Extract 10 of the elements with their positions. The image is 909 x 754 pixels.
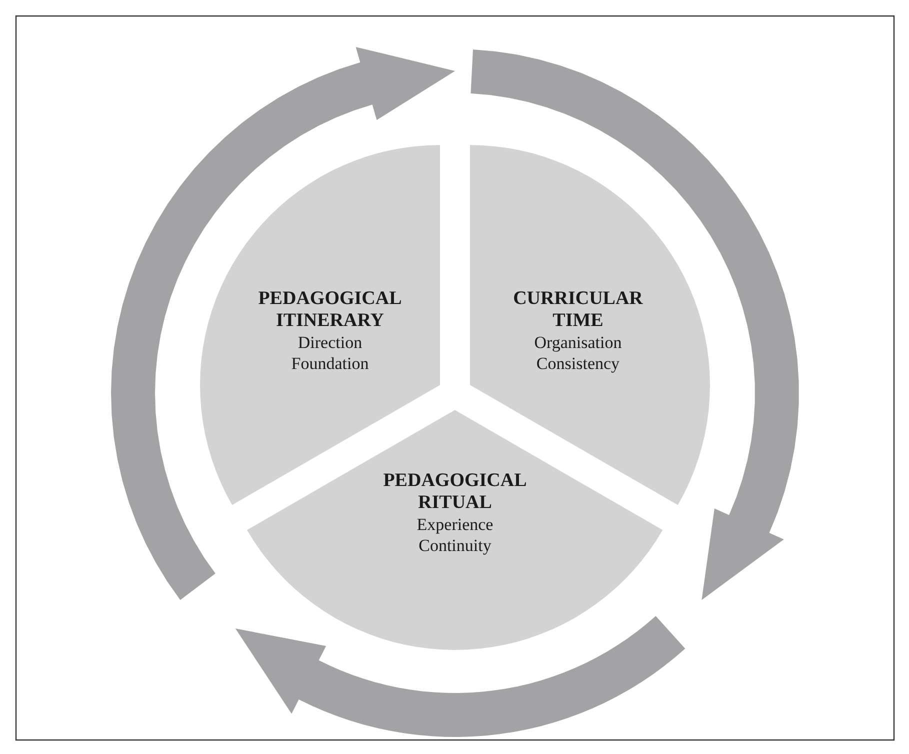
sector-keyword: Direction: [298, 332, 362, 353]
sector-title: CURRICULAR TIME: [512, 288, 644, 332]
sector-keyword: Organisation: [534, 332, 622, 353]
sector-keyword: Foundation: [291, 353, 369, 374]
sector-keyword: Continuity: [418, 535, 492, 556]
sector-title: PEDAGOGICAL RITUAL: [382, 470, 528, 514]
sector-title: PEDAGOGICAL ITINERARY: [257, 288, 403, 332]
sector-keyword: Experience: [416, 514, 494, 535]
cycle-arrow: [111, 46, 455, 600]
sector-keyword: Consistency: [536, 353, 620, 374]
